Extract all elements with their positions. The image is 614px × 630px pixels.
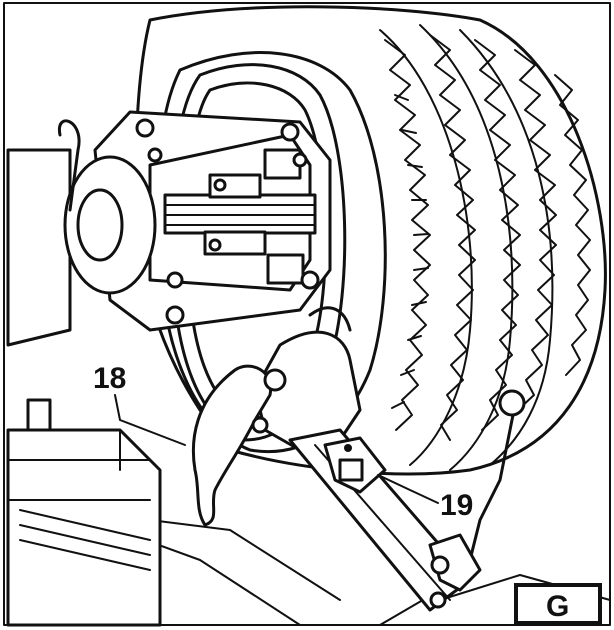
drive-hub	[6, 119, 157, 347]
chuck-assembly	[93, 110, 332, 332]
callout-18: 18	[93, 362, 126, 395]
panel-letter-box: G	[514, 583, 602, 625]
clamp-block	[323, 436, 387, 494]
tread-ticks	[391, 94, 429, 409]
leader-line-19	[377, 474, 439, 504]
panel-letter: G	[546, 590, 569, 623]
callout-19: 19	[440, 489, 473, 522]
panel-frame	[3, 2, 611, 626]
lever-rod	[428, 389, 526, 609]
control-cabinet	[6, 398, 162, 627]
bead-breaker-tool	[191, 306, 362, 527]
leader-line-18	[114, 394, 186, 446]
